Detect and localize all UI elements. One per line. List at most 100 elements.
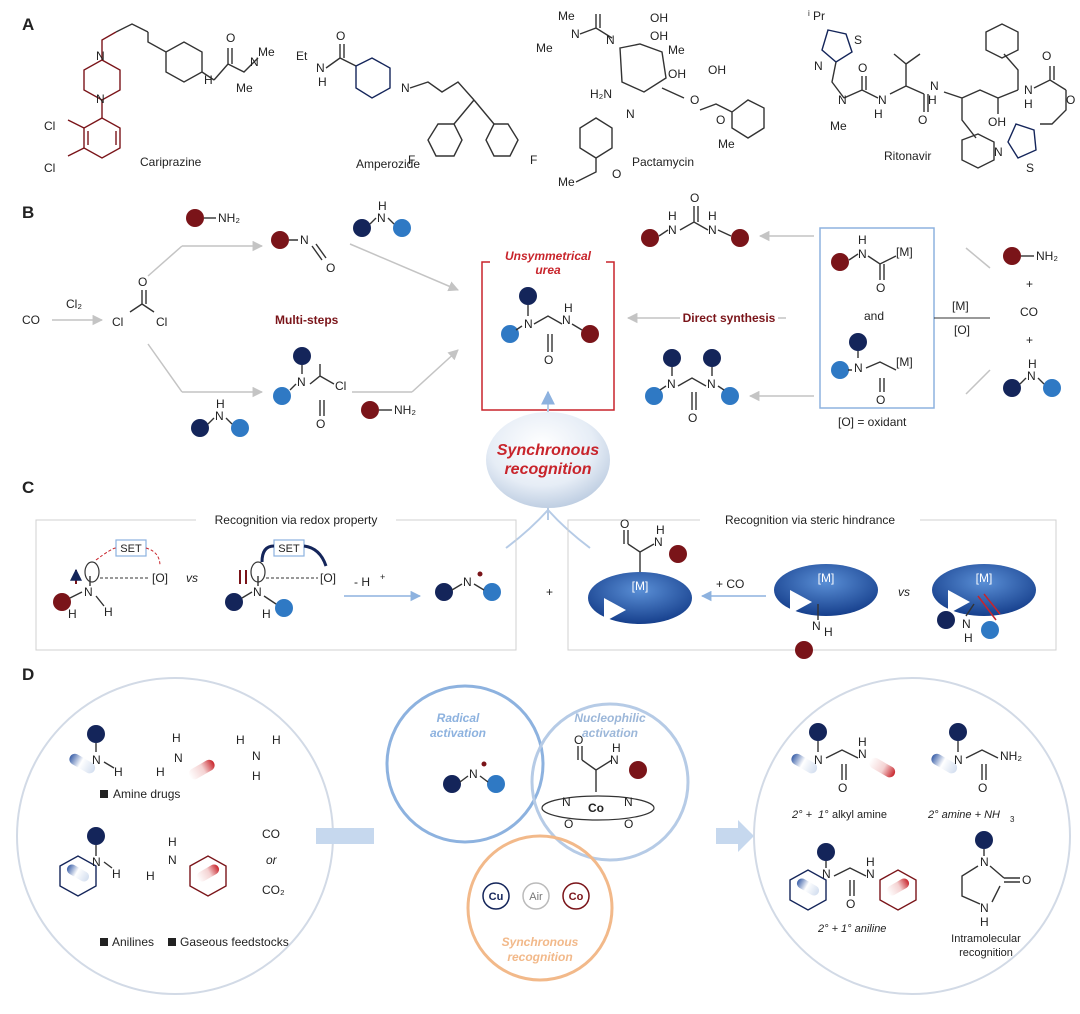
- metal-h-1: H: [858, 233, 867, 247]
- d-nh3-h-1: H: [236, 733, 245, 747]
- c-radical-ball-blue: [483, 583, 501, 601]
- p3-ball-navy: [817, 843, 835, 861]
- reagent-amine-h: H: [1028, 357, 1037, 371]
- d-drug-h-3: H: [156, 765, 165, 779]
- primary-amine-ball-2: [361, 401, 379, 419]
- disc3-h: H: [964, 631, 973, 645]
- c-amine-n-1: N: [84, 585, 93, 599]
- p3-n-2: N: [866, 867, 875, 881]
- metal-o-2: O: [876, 393, 885, 407]
- d-drug-h-2: H: [172, 731, 181, 745]
- target-title-2: urea: [535, 263, 561, 277]
- o-atom-8: O: [1042, 49, 1051, 63]
- molecule-name-amperozide: Amperozide: [356, 157, 420, 171]
- molecule-name-ritonavir: Ritonavir: [884, 149, 931, 163]
- sync-label-1: Synchronous: [502, 935, 579, 949]
- c-plus-co: + CO: [716, 577, 744, 591]
- p1-label-b: 1°: [818, 809, 829, 821]
- bubble-text-1: Synchronous: [497, 442, 599, 459]
- disc3-n: N: [962, 617, 971, 631]
- disc-n: N: [654, 535, 663, 549]
- bubble-text-2: recognition: [504, 461, 591, 478]
- urea-o: O: [544, 353, 553, 367]
- disc-h: H: [656, 523, 665, 537]
- venn-co-o-r: O: [624, 817, 633, 831]
- nh2-label-2: NH₂: [394, 403, 416, 417]
- p1-n-1: N: [814, 753, 823, 767]
- cl-atom-2: Cl: [44, 161, 55, 175]
- venn-co-n-l1: N: [562, 795, 571, 809]
- h2n-group: H₂N: [590, 87, 612, 101]
- n-atom-5: N: [401, 81, 410, 95]
- venn-co-ball-red: [629, 761, 647, 779]
- steric-title: Recognition via steric hindrance: [725, 513, 895, 527]
- disc-metal-3: [M]: [976, 571, 993, 585]
- p2-pill-blue: [931, 753, 958, 774]
- disc3-ball-navy: [937, 611, 955, 629]
- h-atom-5: H: [1024, 97, 1033, 111]
- p1-ball-navy: [809, 723, 827, 741]
- et-group: Et: [296, 49, 308, 63]
- cariprazine-structure: Cl Cl N N H O N Me Me Cariprazine: [44, 23, 275, 175]
- sym-urea-ball-red-1: [641, 229, 659, 247]
- p1-n-2: N: [858, 747, 867, 761]
- d-pill-red-1: [188, 759, 215, 780]
- cu-catalyst-badge: [482, 882, 510, 910]
- o-atom-7: O: [918, 113, 927, 127]
- venn-radical-ball-navy: [443, 775, 461, 793]
- n-atom-10: N: [838, 93, 847, 107]
- me-group-7: Me: [718, 137, 735, 151]
- metal-label-1: [M]: [896, 245, 913, 259]
- d-amine-drugs-label: Amine drugs: [113, 787, 180, 801]
- venn-co-h: H: [612, 741, 621, 755]
- amine-n-1: N: [377, 211, 386, 225]
- amine-h-1: H: [378, 199, 387, 213]
- target-title: Unsymmetrical: [505, 249, 592, 263]
- cl2-label: Cl₂: [66, 297, 82, 311]
- c-amine-h-1: H: [68, 607, 77, 621]
- sym-urea-n-1: N: [668, 223, 677, 237]
- amine-n-2: N: [215, 409, 224, 423]
- d-pill-blue-2: [66, 864, 90, 882]
- phosgene-cl-2: Cl: [156, 315, 167, 329]
- d-pill-blue-1: [69, 753, 96, 774]
- p4-o: O: [1022, 873, 1031, 887]
- venn-radical: [385, 684, 545, 844]
- multi-steps-label: Multi-steps: [275, 313, 339, 327]
- isocyanate-n: N: [300, 233, 309, 247]
- and-label: and: [864, 309, 884, 323]
- s-atom-2: S: [1026, 161, 1034, 175]
- cl-atom-1: Cl: [44, 119, 55, 133]
- ipr-group: Pr: [813, 9, 825, 23]
- urea-n-2: N: [562, 313, 571, 327]
- me-group-5: Me: [668, 43, 685, 57]
- o-atom-2: O: [336, 29, 345, 43]
- p4-n-1: N: [980, 855, 989, 869]
- panel-c: Recognition via redox property Recogniti…: [35, 512, 1057, 659]
- n-atom-12: N: [930, 79, 939, 93]
- oh-group-1: OH: [650, 11, 668, 25]
- panel-d: N H H N H H N H H Amine drugs N H H N H …: [16, 677, 1071, 995]
- isocyanate-o: O: [326, 261, 335, 275]
- d-drug-n-2: N: [174, 751, 183, 765]
- disc-metal-2: [M]: [818, 571, 835, 585]
- disc3-ball-blue: [981, 621, 999, 639]
- d-drug-ball-navy: [87, 725, 105, 743]
- carbamoyl-o: O: [316, 417, 325, 431]
- me-group-2: Me: [236, 81, 253, 95]
- oxidant-legend: [O] = oxidant: [838, 415, 907, 429]
- p1-o: O: [838, 781, 847, 795]
- air-badge: [522, 882, 550, 910]
- disc-ball-red: [669, 545, 687, 563]
- panel-label-a: A: [22, 15, 34, 34]
- f-atom-1: F: [408, 153, 415, 167]
- sym-urea2-ball-blue-2: [721, 387, 739, 405]
- oh-group-4: OH: [708, 63, 726, 77]
- reagent-amine-n: N: [1027, 369, 1036, 383]
- o-atom-5: O: [716, 113, 725, 127]
- p3-label: 2° + 1° aniline: [817, 923, 886, 935]
- me-group-1: Me: [258, 45, 275, 59]
- o-atom-4: O: [690, 93, 699, 107]
- d-aniline-n-1: N: [92, 855, 101, 869]
